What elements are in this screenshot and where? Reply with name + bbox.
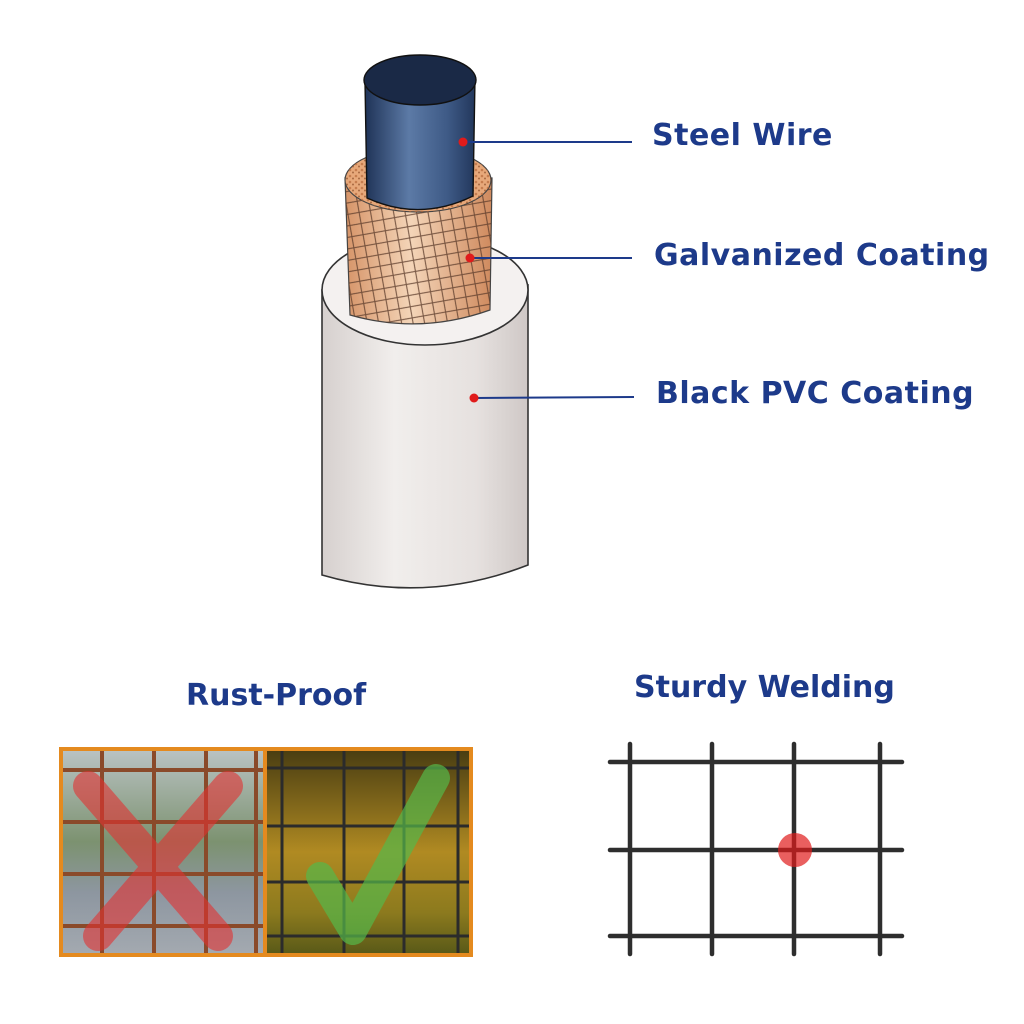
cable-cross-section bbox=[321, 54, 635, 589]
x-mark-icon bbox=[73, 771, 243, 951]
check-mark-icon bbox=[306, 764, 450, 945]
rust-proof-comparison bbox=[59, 747, 473, 957]
marker-dot-galvanized bbox=[465, 253, 475, 263]
rusted-mesh-photo bbox=[63, 751, 263, 953]
section-title-rust-proof: Rust-Proof bbox=[186, 678, 367, 713]
coated-mesh-photo bbox=[267, 751, 469, 953]
welded-mesh-diagram bbox=[607, 741, 905, 957]
leader-line-pvc bbox=[473, 396, 635, 399]
label-pvc-coating: Black PVC Coating bbox=[656, 376, 975, 411]
marker-dot-steel bbox=[458, 137, 468, 147]
section-title-sturdy-welding: Sturdy Welding bbox=[634, 670, 895, 705]
steel-core bbox=[363, 54, 477, 211]
marker-dot-pvc bbox=[469, 393, 479, 403]
weld-point-marker bbox=[778, 833, 812, 867]
label-steel-wire: Steel Wire bbox=[652, 118, 833, 153]
label-galvanized-coating: Galvanized Coating bbox=[654, 238, 990, 273]
